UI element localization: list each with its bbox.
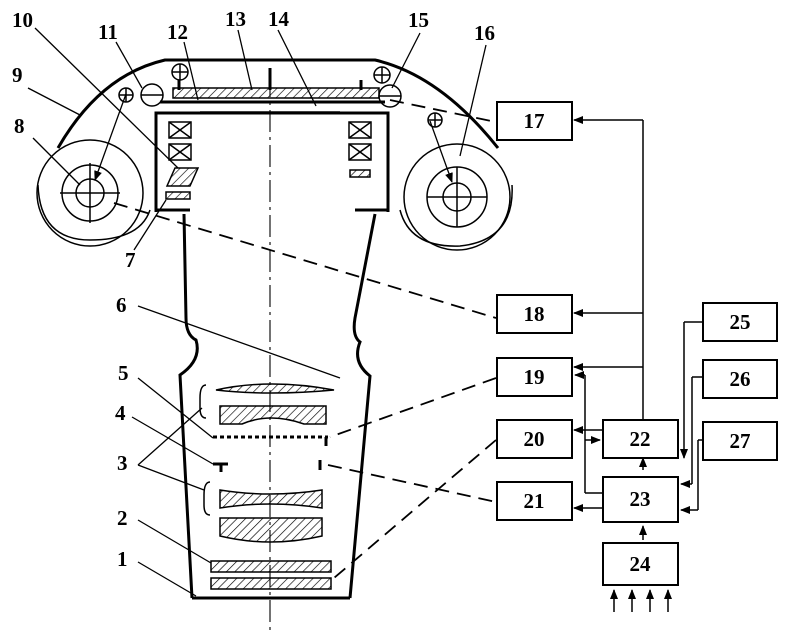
svg-text:21: 21 <box>524 489 545 513</box>
block-23: 23 <box>602 476 679 523</box>
right-reel <box>403 120 511 251</box>
block-17: 17 <box>496 101 573 141</box>
label-15: 15 <box>408 8 429 32</box>
leader-lines <box>27 27 487 597</box>
upper-side-optics <box>165 121 372 200</box>
left-reel <box>36 93 144 247</box>
svg-text:22: 22 <box>630 427 651 451</box>
label-10: 10 <box>12 8 33 32</box>
label-11: 11 <box>98 20 118 44</box>
film-belt-outer <box>56 58 500 149</box>
label-16: 16 <box>474 21 495 45</box>
block-26: 26 <box>702 359 778 399</box>
guide-rollers <box>118 63 443 128</box>
label-4: 4 <box>115 401 126 425</box>
label-12: 12 <box>167 20 188 44</box>
barrel-optics <box>199 383 335 590</box>
block-21: 21 <box>496 481 573 521</box>
label-2: 2 <box>117 506 128 530</box>
svg-text:23: 23 <box>630 487 651 511</box>
block-27: 27 <box>702 421 778 461</box>
svg-text:19: 19 <box>524 365 545 389</box>
housing-upper <box>154 111 390 212</box>
svg-text:26: 26 <box>730 367 751 391</box>
block-18: 18 <box>496 294 573 334</box>
label-5: 5 <box>118 361 129 385</box>
lens-barrel-right-wall <box>348 213 377 599</box>
label-1: 1 <box>117 547 128 571</box>
block-19: 19 <box>496 357 573 397</box>
dashed-links <box>113 99 497 579</box>
lens-barrel-left-wall <box>178 213 199 599</box>
svg-text:24: 24 <box>630 552 652 576</box>
label-6: 6 <box>116 293 127 317</box>
film-gate <box>160 68 385 113</box>
svg-text:25: 25 <box>730 310 751 334</box>
film-belt-left-lower <box>37 184 151 241</box>
svg-text:27: 27 <box>730 429 751 453</box>
block-25: 25 <box>702 302 778 342</box>
block-20: 20 <box>496 419 573 459</box>
block-wiring <box>573 116 702 612</box>
label-9: 9 <box>12 63 23 87</box>
svg-text:18: 18 <box>524 302 545 326</box>
label-14: 14 <box>268 7 290 31</box>
label-3: 3 <box>117 451 128 475</box>
label-13: 13 <box>225 7 246 31</box>
film-belt-right-lower <box>399 184 513 247</box>
block-22: 22 <box>602 419 679 459</box>
block-24: 24 <box>602 542 679 586</box>
svg-text:20: 20 <box>524 427 545 451</box>
label-8: 8 <box>14 114 25 138</box>
svg-text:17: 17 <box>524 109 545 133</box>
label-7: 7 <box>125 248 136 272</box>
